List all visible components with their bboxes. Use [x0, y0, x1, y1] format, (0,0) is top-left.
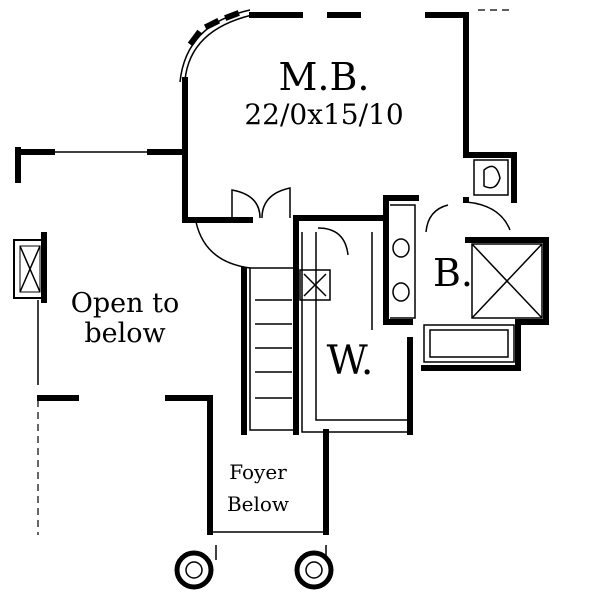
bath-walls	[383, 152, 549, 371]
room-name-master-bedroom: M.B.	[278, 55, 370, 99]
room-name-bath: B.	[432, 251, 473, 295]
label-open-to-below-line2: below	[84, 318, 166, 349]
label-foyer-line1: Foyer	[229, 460, 287, 484]
open-to-below-walls	[13, 147, 213, 535]
label-open-to-below-line1: Open to	[70, 288, 180, 319]
room-name-walk-in-closet: W.	[326, 338, 374, 384]
walk-in-closet-walls	[301, 232, 413, 435]
entry-columns	[174, 550, 334, 590]
room-dimensions-master-bedroom: 22/0x15/10	[244, 98, 404, 131]
master-bedroom-walls	[179, 9, 510, 269]
label-foyer-line2: Below	[226, 492, 290, 516]
